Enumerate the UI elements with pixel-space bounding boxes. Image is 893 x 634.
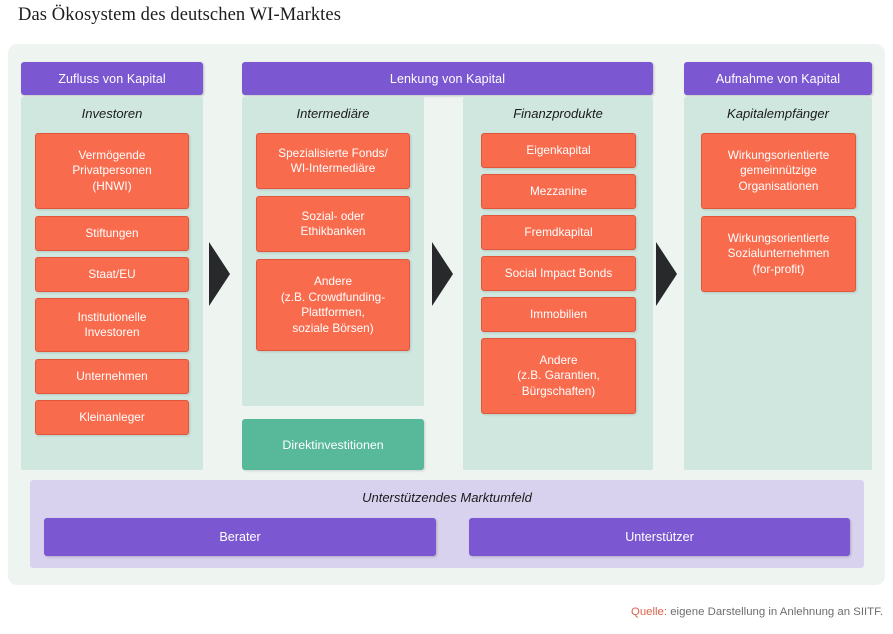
- flow-arrow-3-icon: [656, 242, 677, 306]
- support-band: Unterstützendes Marktumfeld Berater Unte…: [30, 480, 864, 568]
- band-header-lenkung: Lenkung von Kapital: [242, 62, 653, 95]
- chip-investoren-5[interactable]: Kleinanleger: [35, 400, 189, 435]
- panel-title-finanzprodukte: Finanzprodukte: [513, 106, 603, 121]
- chip-kapitalempfaenger-1[interactable]: Wirkungsorientierte Sozialunternehmen (f…: [701, 216, 856, 292]
- band-header-aufnahme-label: Aufnahme von Kapital: [715, 71, 841, 86]
- panel-intermediaere: Intermediäre Spezialisierte Fonds/ WI-In…: [242, 97, 424, 406]
- band-header-zufluss-label: Zufluss von Kapital: [58, 71, 166, 86]
- panel-kapitalempfaenger: Kapitalempfänger Wirkungsorientierte gem…: [684, 97, 872, 470]
- chip-finanzprodukte-3[interactable]: Social Impact Bonds: [481, 256, 636, 291]
- support-band-title: Unterstützendes Marktumfeld: [362, 490, 532, 505]
- chip-intermediaere-1[interactable]: Sozial- oder Ethikbanken: [256, 196, 410, 252]
- chip-direktinvestitionen[interactable]: Direktinvestitionen: [242, 419, 424, 470]
- flow-arrow-1-icon: [209, 242, 230, 306]
- chip-investoren-1[interactable]: Stiftungen: [35, 216, 189, 251]
- support-chip-berater[interactable]: Berater: [44, 518, 436, 556]
- panel-finanzprodukte: Finanzprodukte Eigenkapital Mezzanine Fr…: [463, 97, 653, 470]
- panel-investoren: Investoren Vermögende Privatpersonen (HN…: [21, 97, 203, 470]
- panel-title-investoren: Investoren: [81, 106, 143, 121]
- flow-arrow-2-icon: [432, 242, 453, 306]
- chip-finanzprodukte-1[interactable]: Mezzanine: [481, 174, 636, 209]
- chip-finanzprodukte-0[interactable]: Eigenkapital: [481, 133, 636, 168]
- chip-investoren-3[interactable]: Institutionelle Investoren: [35, 298, 189, 352]
- chip-kapitalempfaenger-0[interactable]: Wirkungsorientierte gemeinnützige Organi…: [701, 133, 856, 209]
- panel-title-kapitalempfaenger: Kapitalempfänger: [727, 106, 829, 121]
- chip-intermediaere-0[interactable]: Spezialisierte Fonds/ WI-Intermediäre: [256, 133, 410, 189]
- source-caption: Quelle: eigene Darstellung in Anlehnung …: [631, 606, 883, 618]
- chip-investoren-4[interactable]: Unternehmen: [35, 359, 189, 394]
- page-title: Das Ökosystem des deutschen WI-Marktes: [18, 5, 342, 25]
- chip-finanzprodukte-2[interactable]: Fremdkapital: [481, 215, 636, 250]
- band-header-zufluss: Zufluss von Kapital: [21, 62, 203, 95]
- diagram-canvas: Zufluss von Kapital Lenkung von Kapital …: [8, 44, 885, 585]
- band-header-lenkung-label: Lenkung von Kapital: [389, 71, 506, 86]
- chip-finanzprodukte-4[interactable]: Immobilien: [481, 297, 636, 332]
- panel-title-intermediaere: Intermediäre: [296, 106, 370, 121]
- source-label: Quelle:: [630, 606, 668, 618]
- chip-investoren-2[interactable]: Staat/EU: [35, 257, 189, 292]
- source-text: eigene Darstellung in Anlehnung an SIITF…: [667, 606, 883, 618]
- support-chip-unterstuetzer[interactable]: Unterstützer: [469, 518, 850, 556]
- chip-finanzprodukte-5[interactable]: Andere (z.B. Garantien, Bürgschaften): [481, 338, 636, 414]
- chip-intermediaere-2[interactable]: Andere (z.B. Crowdfunding- Plattformen, …: [256, 259, 410, 351]
- chip-investoren-0[interactable]: Vermögende Privatpersonen (HNWI): [35, 133, 189, 209]
- band-header-aufnahme: Aufnahme von Kapital: [684, 62, 872, 95]
